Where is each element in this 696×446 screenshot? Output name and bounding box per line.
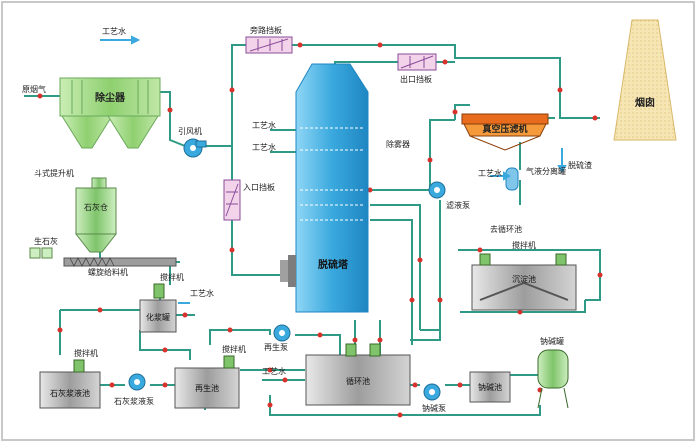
process-water-3-label: 工艺水 bbox=[478, 168, 502, 178]
agitator-settle-label: 搅拌机 bbox=[512, 240, 536, 250]
scrubber-tower: 脱硫塔 bbox=[280, 63, 369, 313]
process-water-4-label: 工艺水 bbox=[190, 288, 214, 298]
settling-tank: 沉淀池 bbox=[471, 253, 577, 311]
bypass-damper bbox=[245, 36, 293, 54]
regen-tank: 再生池 bbox=[174, 355, 240, 409]
filtrate-pump-label: 滤液泵 bbox=[446, 200, 470, 210]
lime-slurry-tank: 石灰浆液池 bbox=[39, 359, 101, 409]
scrubber-label: 脱硫塔 bbox=[318, 258, 349, 271]
process-water-arrows bbox=[100, 35, 567, 304]
gypsum-cake-label: 脱硫渣 bbox=[568, 160, 592, 170]
dust-collector-label: 除尘器 bbox=[95, 91, 126, 104]
diagram-labels: 原烟气 工艺水 旁路挡板 出口挡板 引风机 工艺水 工艺水 除雾器 工艺水 气液… bbox=[22, 25, 592, 413]
inlet-damper bbox=[223, 179, 241, 221]
vacuum-filter: 真空压滤机 bbox=[461, 113, 549, 151]
bypass-damper-label: 旁路挡板 bbox=[250, 25, 282, 35]
inlet-damper-label: 入口挡板 bbox=[243, 182, 275, 192]
lime-silo: 石灰仓 bbox=[74, 177, 118, 253]
to-circulation-tank-label: 去循环池 bbox=[490, 224, 522, 234]
id-fan bbox=[183, 138, 207, 158]
dust-collector: 除尘器 bbox=[59, 77, 161, 149]
slaking-tank-label: 化浆罐 bbox=[146, 312, 170, 322]
sodium-tank-label: 钠碱罐 bbox=[540, 336, 564, 346]
circulation-tank: 循环池 bbox=[305, 343, 411, 406]
regen-tank-label: 再生池 bbox=[195, 383, 219, 393]
gas-liquid-separator bbox=[505, 167, 519, 191]
filtrate-pump bbox=[428, 181, 446, 199]
slaking-tank: 化浆罐 bbox=[139, 283, 177, 333]
outlet-damper bbox=[397, 53, 437, 71]
process-water-2-label: 工艺水 bbox=[252, 142, 276, 152]
chimney-label: 烟囱 bbox=[635, 96, 655, 109]
regen-pump-label: 再生泵 bbox=[264, 342, 288, 352]
sodium-mix-tank: 钠碱池 bbox=[469, 371, 511, 403]
flow-nodes bbox=[37, 42, 603, 418]
outlet-damper-label: 出口挡板 bbox=[400, 74, 432, 84]
sodium-pump bbox=[423, 383, 441, 401]
sodium-mix-tank-label: 钠碱池 bbox=[478, 382, 502, 392]
quicklime-label: 生石灰 bbox=[34, 236, 58, 246]
circulation-tank-label: 循环池 bbox=[346, 376, 370, 386]
agitator-1-label: 搅拌机 bbox=[160, 272, 184, 282]
raw-flue-gas-label: 原烟气 bbox=[22, 84, 46, 94]
process-water-1-label: 工艺水 bbox=[252, 120, 276, 130]
lime-slurry-tank-label: 石灰浆液池 bbox=[50, 388, 90, 398]
screw-feeder-label: 螺旋给料机 bbox=[88, 267, 128, 277]
chimney: 烟囱 bbox=[613, 19, 677, 141]
regen-pump bbox=[273, 324, 291, 342]
demister-label: 除雾器 bbox=[386, 139, 410, 149]
agitator-3-label: 搅拌机 bbox=[222, 344, 246, 354]
quicklime-feeder bbox=[29, 247, 53, 259]
agitator-2-label: 搅拌机 bbox=[74, 348, 98, 358]
process-water-top-label: 工艺水 bbox=[102, 26, 126, 36]
vacuum-filter-label: 真空压滤机 bbox=[482, 123, 527, 135]
lime-slurry-pump-label: 石灰浆液泵 bbox=[114, 396, 154, 406]
lime-slurry-pump bbox=[128, 373, 146, 391]
lime-silo-label: 石灰仓 bbox=[84, 202, 108, 212]
process-water-5-label: 工艺水 bbox=[262, 366, 286, 376]
settling-tank-label: 沉淀池 bbox=[512, 274, 536, 284]
id-fan-label: 引风机 bbox=[178, 126, 202, 136]
bucket-elevator-label: 斗式提升机 bbox=[34, 168, 74, 178]
sodium-pump-label: 钠碱泵 bbox=[422, 403, 446, 413]
gas-liquid-separator-label: 气液分离罐 bbox=[526, 166, 566, 176]
sodium-storage-tank bbox=[537, 349, 569, 409]
screw-feeder bbox=[63, 257, 177, 267]
